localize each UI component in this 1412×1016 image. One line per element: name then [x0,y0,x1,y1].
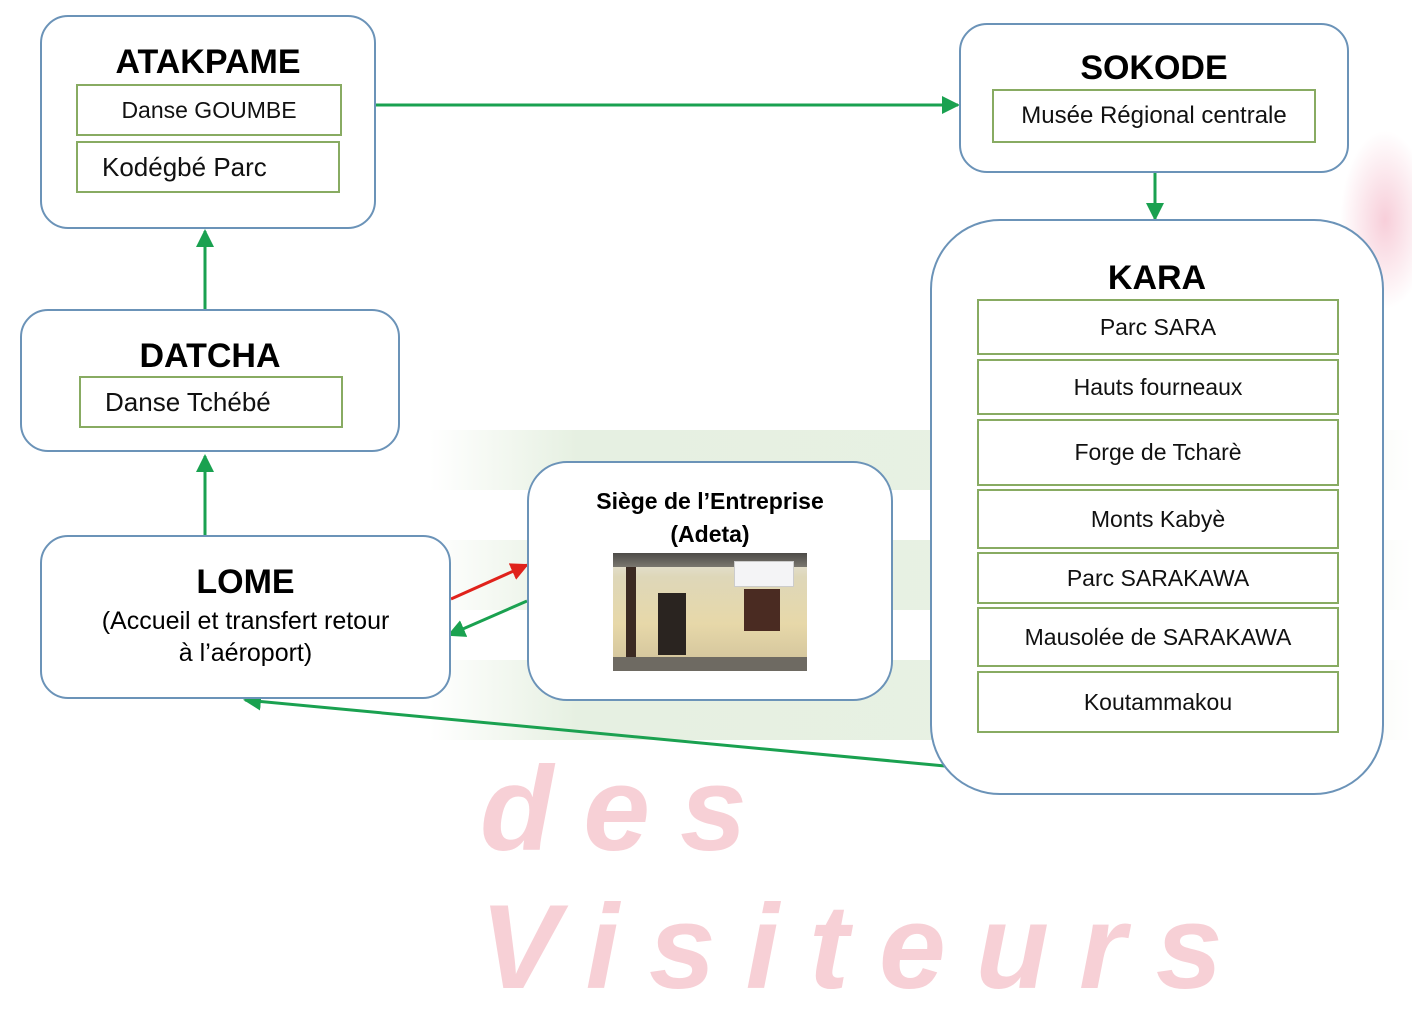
activity-label: Mausolée de SARAKAWA [1024,623,1292,650]
node-title: Siège de l’Entreprise [596,488,824,514]
activity-label: Parc SARA [1099,313,1217,340]
activity-item: Musée Régional centrale [992,89,1316,143]
activity-label: Koutammakou [1083,688,1233,715]
activity-label: Danse Tchébé [105,386,271,417]
activity-item: Mausolée de SARAKAWA [977,607,1339,667]
activity-label: Forge de Tcharè [1074,439,1242,465]
node-title: KARA [1107,259,1207,297]
node-sokode: SOKODE Musée Régional centrale [959,23,1349,173]
node-title: ATAKPAME [115,43,301,81]
activity-item: Hauts fourneaux [977,359,1339,415]
activity-item: Danse Tchébé [79,376,343,428]
node-siege-entreprise: Siège de l’Entreprise (Adeta) [527,461,893,701]
node-title: (Adeta) [670,521,750,547]
activity-item: Forge de Tcharè [977,419,1339,486]
node-datcha: DATCHA Danse Tchébé [20,309,400,452]
activity-label: Monts Kabyè [1090,505,1226,532]
activity-item: Danse GOUMBE [76,84,342,136]
node-title: SOKODE [1080,49,1228,87]
node-kara: KARA Parc SARA Hauts fourneaux Forge de … [930,219,1384,795]
activity-label: Danse GOUMBE [121,96,297,123]
activity-item: Koutammakou [977,671,1339,733]
node-atakpame: ATAKPAME Danse GOUMBE Kodégbé Parc [40,15,376,229]
activity-item: Monts Kabyè [977,489,1339,549]
arrow-kara-to-lome [243,692,946,768]
activity-label: Kodégbé Parc [102,151,267,182]
arrow-siege-to-lome [447,599,528,637]
headquarters-photo [613,553,807,671]
node-title: DATCHA [139,337,281,375]
node-lome: LOME (Accueil et transfert retour à l’aé… [40,535,451,699]
activity-label: Musée Régional centrale [1021,102,1287,129]
node-title: LOME [196,563,295,601]
activity-label: Parc SARAKAWA [1066,564,1250,591]
activity-label: Hauts fourneaux [1073,373,1243,400]
activity-item: Kodégbé Parc [76,141,340,193]
activity-item: Parc SARA [977,299,1339,355]
node-subtitle: (Accueil et transfert retour [101,607,390,635]
activity-item: Parc SARAKAWA [977,552,1339,604]
node-subtitle: à l’aéroport) [178,639,313,667]
arrow-lome-to-siege [450,563,529,601]
